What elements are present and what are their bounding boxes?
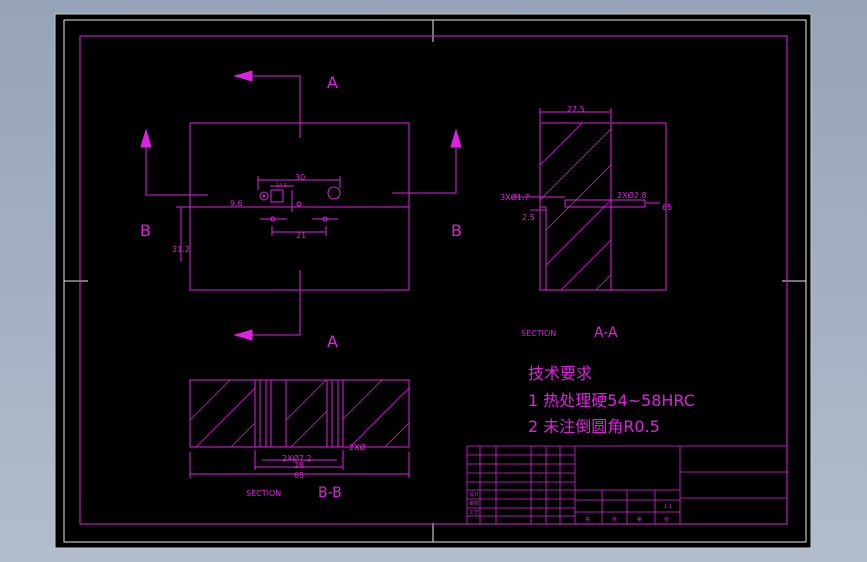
section-label-b-right: B	[451, 221, 462, 240]
notes-line-2: 2 未注倒圆角R0.5	[528, 417, 660, 436]
section-bb-view	[189, 379, 410, 478]
title-block-scale: 1:1	[664, 504, 672, 510]
dim-2-5: 2.5	[522, 213, 535, 222]
dim-27-5: 27.5	[567, 105, 585, 114]
section-bb-hatch	[189, 379, 410, 448]
dim-2x-small: 2XØ	[349, 442, 366, 452]
dim-30: 30	[295, 173, 305, 182]
inner-frame	[79, 35, 788, 525]
top-view	[140, 70, 462, 341]
title-block-sheet: 张	[664, 516, 669, 523]
title-block-sheet-no: 第	[637, 516, 642, 523]
section-label-b-left: B	[140, 221, 151, 240]
dim-3x-1-7: 3XØ1.7	[500, 192, 530, 202]
title-block-checker: 审核	[469, 500, 479, 507]
section-label-aa: A-A	[594, 325, 618, 341]
section-aa-view	[512, 108, 667, 291]
section-label-a-top: A	[327, 73, 338, 92]
dim-65b: 65	[294, 471, 304, 480]
dim-9-6: 9.6	[230, 199, 243, 208]
title-block-process: 工艺	[469, 510, 479, 516]
notes-line-1: 1 热处理硬54~58HRC	[528, 391, 695, 410]
title-block-sheets: 张	[612, 516, 617, 523]
section-aa-hatch	[539, 122, 612, 291]
title-block	[466, 445, 788, 525]
title-block-designer: 设计	[469, 491, 479, 498]
dim-2x-2-8: 2XØ2.8	[617, 190, 647, 200]
title-block-total: 共	[585, 516, 590, 523]
section-label-bb: B-B	[318, 485, 342, 501]
notes-title: 技术要求	[528, 364, 592, 383]
section-label-a-bottom: A	[327, 332, 338, 351]
paper	[54, 13, 812, 549]
outer-frame	[63, 19, 807, 543]
dim-65: 65	[662, 203, 672, 212]
section-word-bb: SECTION	[246, 489, 281, 498]
dim-14-5: 14.5	[276, 183, 287, 189]
section-word-aa: SECTION	[521, 329, 556, 338]
dim-28: 28	[294, 461, 304, 470]
dim-2x-7-2: 2XØ7.2	[282, 453, 312, 463]
dim-31-2: 31.2	[172, 245, 190, 254]
dim-21: 21	[296, 231, 306, 240]
